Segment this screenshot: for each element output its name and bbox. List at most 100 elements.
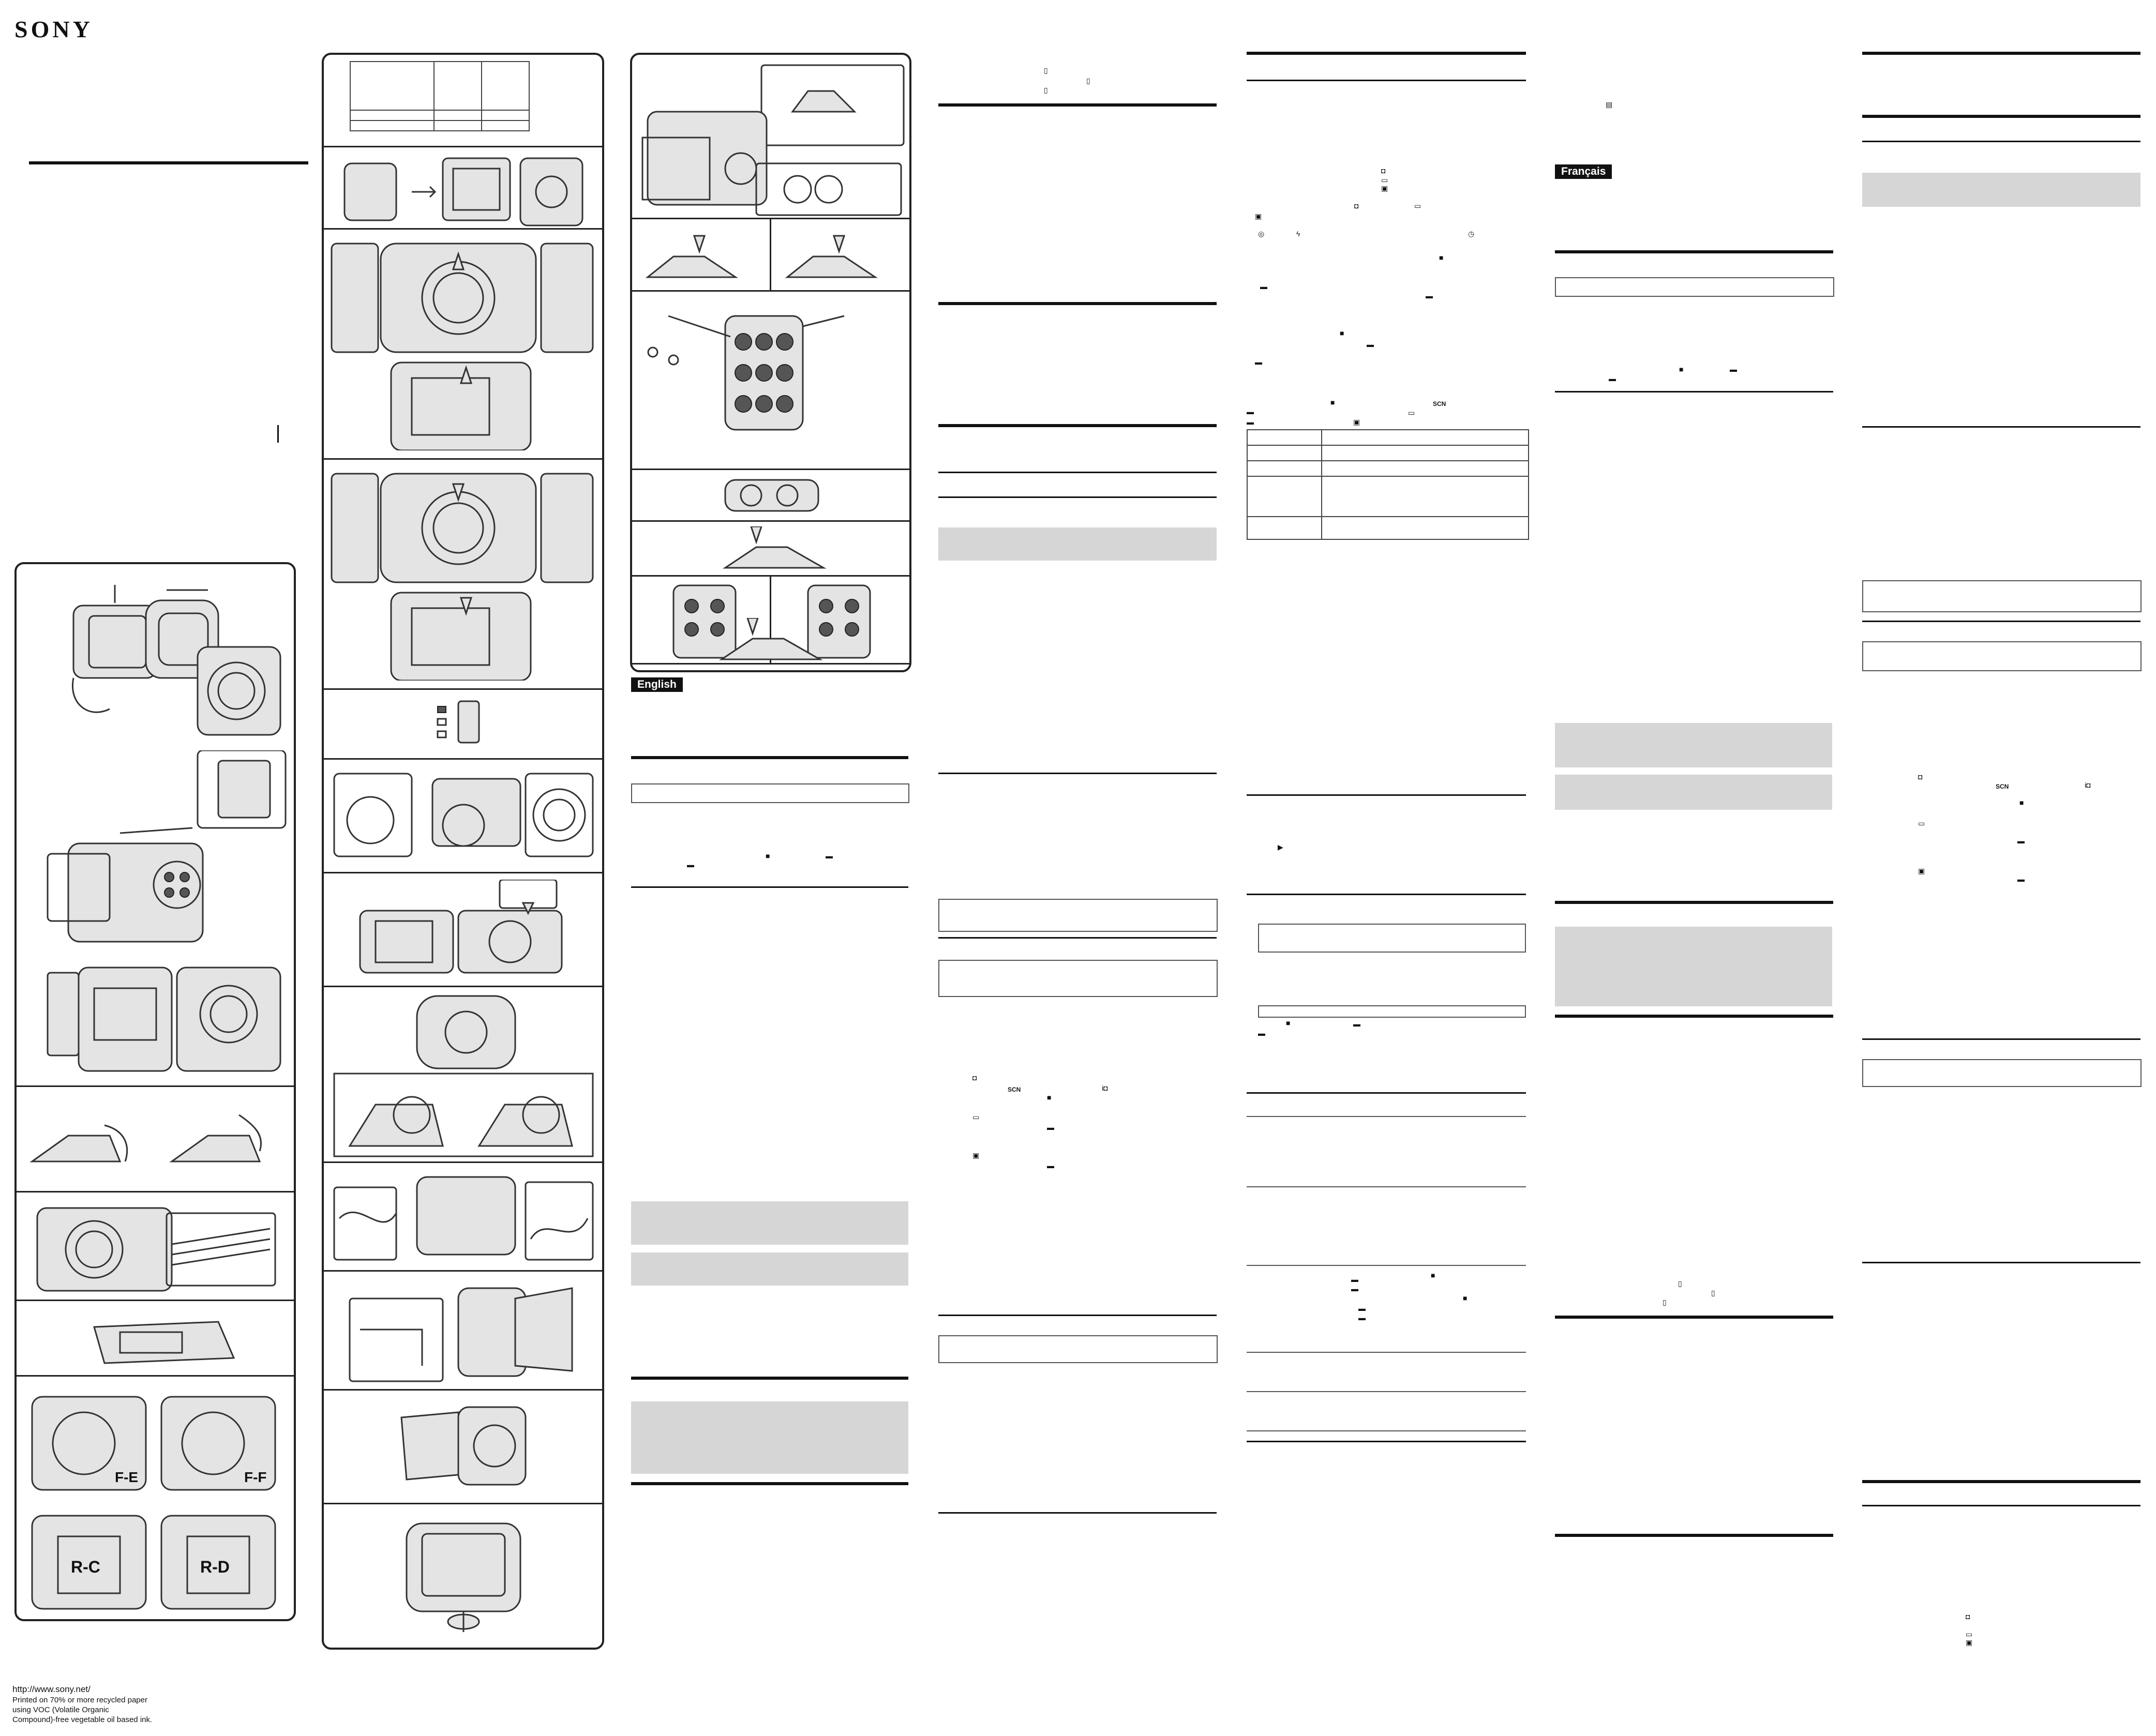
panorama-icon: ▬: [1351, 1285, 1358, 1293]
camera-insert-figure-1: [331, 243, 594, 450]
note-box: [1555, 775, 1832, 810]
sony-logo: SONY: [14, 16, 93, 42]
figure-panel-1: F-E F-F R-C R-D: [14, 562, 296, 1621]
panorama-icon: ▬: [2017, 875, 2025, 883]
footer-url[interactable]: http://www.sony.net/: [12, 1684, 91, 1694]
note-box: [631, 1201, 908, 1245]
margin-mark: [277, 425, 279, 443]
front-code-f-f: F-F: [244, 1469, 267, 1485]
movie-icon: ■: [766, 852, 770, 860]
front-code-f-e: F-E: [115, 1469, 138, 1485]
footer-note: Printed on 70% or more recycled paper us…: [12, 1695, 152, 1725]
panorama-icon: ▬: [826, 852, 833, 860]
camera-icon: ◘: [1381, 167, 1386, 175]
scene-mode-label: SCN: [1008, 1086, 1021, 1093]
section-label-french: Français: [1555, 164, 1612, 179]
3d-icon: ▣: [1353, 418, 1360, 426]
scene-mode-label: SCN: [1433, 400, 1446, 407]
latch-open-close-figure: [29, 1114, 262, 1163]
movie-icon: ■: [1679, 365, 1684, 373]
bracket-icon: ▯: [1711, 1289, 1715, 1297]
sweep-panorama-icon: ▭: [1966, 1630, 1973, 1638]
camera-icon: ◘: [972, 1074, 977, 1082]
timer-icon: ◷: [1468, 230, 1475, 238]
text-box: [1258, 924, 1526, 953]
note-box: [1555, 927, 1832, 1006]
panorama-icon: ▬: [2017, 837, 2025, 845]
text-box: [938, 899, 1218, 932]
note-box: [1555, 723, 1832, 767]
panorama-icon: ▬: [1258, 1029, 1265, 1037]
intelligent-auto-icon: i◘: [2085, 781, 2091, 789]
panorama-icon: ▬: [1351, 1275, 1358, 1284]
movie-icon: ■: [1047, 1093, 1052, 1101]
intelligent-auto-icon: i◘: [1102, 1084, 1108, 1092]
movie-icon: ■: [1439, 253, 1444, 262]
footer-note-line: Printed on 70% or more recycled paper: [12, 1696, 147, 1704]
open-housing-figure: [47, 967, 281, 1072]
bracket-icon: ▯: [1086, 77, 1090, 85]
movie-icon: ■: [2019, 798, 2024, 807]
assembly-step-figure: [343, 157, 583, 227]
panorama-icon: ▬: [687, 861, 694, 869]
figure-panel-3: [630, 53, 911, 672]
footer-note-line: using VOC (Volatile Organic: [12, 1705, 109, 1714]
bracket-icon: ▯: [1663, 1298, 1667, 1306]
bracket-icon: ▯: [1044, 86, 1048, 94]
panorama-icon: ▬: [1247, 418, 1254, 426]
shutter-release-figure: [723, 526, 827, 569]
mode-switch-figure: [437, 700, 480, 744]
bracket-icon: ▯: [1678, 1279, 1682, 1288]
housing-bottom-figure: [93, 1321, 235, 1364]
note-box: [631, 1252, 908, 1286]
sweep-panorama-icon: ▭: [972, 1113, 980, 1121]
3d-icon: ▣: [1255, 212, 1262, 220]
rear-code-r-d: R-D: [200, 1558, 230, 1576]
panorama-icon: ▬: [1255, 358, 1262, 366]
scene-mode-label: SCN: [1996, 783, 2009, 790]
panorama-icon: ▬: [1730, 365, 1737, 373]
sweep-panorama-icon: ▭: [1381, 176, 1388, 184]
zoom-buttons-figure: [724, 479, 819, 512]
text-box: [1258, 1005, 1526, 1018]
panorama-icon: ▬: [1426, 292, 1433, 300]
strap-figure: [333, 1176, 594, 1261]
movie-icon: ■: [1330, 398, 1335, 406]
display-icon: ▤: [1606, 100, 1613, 109]
note-box: [631, 1401, 908, 1474]
bracket-icon: ▯: [1044, 66, 1048, 74]
mode-table: [1247, 429, 1529, 540]
housing-side-figure: [47, 750, 287, 943]
shutter-zoom-figure: [641, 64, 905, 216]
text-box: [1862, 580, 2142, 612]
text-box: [1862, 1059, 2142, 1087]
footer-note-line: Compound)-free vegetable oil based ink.: [12, 1715, 153, 1724]
panorama-icon: ▬: [1609, 374, 1616, 383]
flash-icon: ϟ: [1296, 230, 1300, 238]
sweep-panorama-icon: ▭: [1408, 409, 1415, 417]
panorama-icon: ▬: [1047, 1161, 1054, 1170]
camera-icon: ◘: [1918, 773, 1923, 781]
section-label-english: English: [631, 677, 683, 692]
3d-icon: ▣: [1966, 1638, 1973, 1647]
camera-insert-figure-2: [331, 473, 594, 681]
button-grid-figure: [672, 584, 871, 659]
movie-icon: ■: [1431, 1271, 1435, 1279]
rear-code-r-c: R-C: [71, 1558, 100, 1576]
movie-icon: ■: [1286, 1019, 1291, 1027]
oring-figure: [36, 1207, 276, 1292]
camera-icon: ◘: [1354, 202, 1359, 210]
figure-panel-2: [322, 53, 604, 1650]
housing-parts-figure: [72, 585, 281, 736]
shutter-press-figure: [645, 235, 878, 278]
text-box: [1862, 641, 2142, 671]
text-box: [938, 960, 1218, 997]
lens-ring-figure: [333, 773, 594, 857]
panorama-icon: ▬: [1358, 1304, 1366, 1312]
panorama-icon: ▬: [1247, 407, 1254, 416]
text-box: [938, 1335, 1218, 1363]
sweep-panorama-icon: ▭: [1918, 819, 1925, 827]
note-box: [1862, 173, 2140, 207]
tripod-figure: [406, 1522, 521, 1632]
compat-table: [350, 61, 530, 131]
